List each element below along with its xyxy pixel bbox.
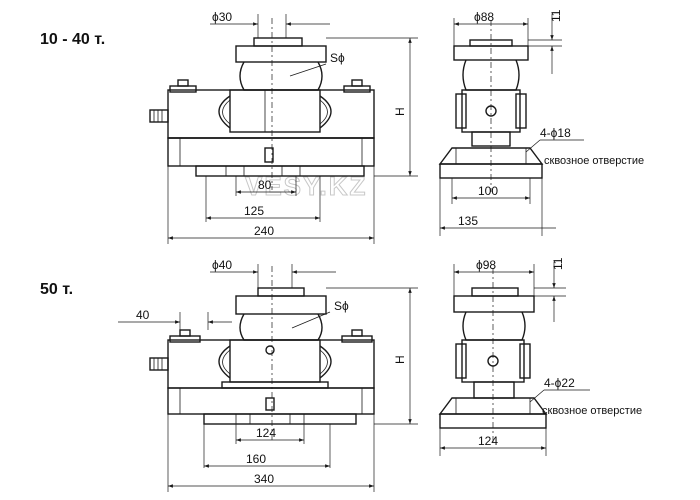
- dim-d3-1: 240: [254, 224, 274, 238]
- side-view-10-40: ϕ30 Sϕ H 80 125 240: [149, 10, 418, 244]
- dim-holes-2: 4-ϕ22: [544, 376, 575, 390]
- dim-end-d2-1: 135: [458, 214, 478, 228]
- end-view-50: ϕ98 11 4-ϕ22 сквозное отверстие 124: [438, 257, 642, 456]
- dim-d3-2: 340: [254, 472, 274, 486]
- dim-h-1: H: [393, 107, 407, 116]
- dim-top-dia-end-2: ϕ98: [476, 258, 496, 272]
- dim-d1-2: 124: [256, 426, 276, 440]
- hole-note-2: сквозное отверстие: [542, 405, 642, 417]
- dim-sphere-1: Sϕ: [330, 51, 345, 65]
- dim-d1-1: 80: [258, 178, 272, 192]
- dim-sphere-2: Sϕ: [334, 299, 349, 313]
- dim-end-d1-1: 100: [478, 184, 498, 198]
- dim-top-dia-1: ϕ30: [212, 10, 232, 24]
- dim-gap-1: 11: [549, 9, 563, 22]
- side-view-50: ϕ40 40 Sϕ H 124 160 340: [118, 258, 418, 492]
- section-title-1: 10 - 40 т.: [40, 31, 105, 48]
- end-view-10-40: ϕ88 11 4-ϕ18 сквозное отверстие 100 135: [438, 9, 644, 236]
- dim-d2-2: 160: [246, 452, 266, 466]
- dim-top-dia-2: ϕ40: [212, 258, 232, 272]
- dim-end-d1-2: 124: [478, 434, 498, 448]
- dim-h-2: H: [393, 355, 407, 364]
- dim-holes-1: 4-ϕ18: [540, 126, 571, 140]
- hole-note-1: сквозное отверстие: [544, 155, 644, 167]
- dim-d2-1: 125: [244, 204, 264, 218]
- section-title-2: 50 т.: [40, 281, 73, 298]
- dim-top-dia-end-1: ϕ88: [474, 10, 494, 24]
- dim-gap-2: 11: [551, 257, 565, 270]
- dim-left-2: 40: [136, 308, 150, 322]
